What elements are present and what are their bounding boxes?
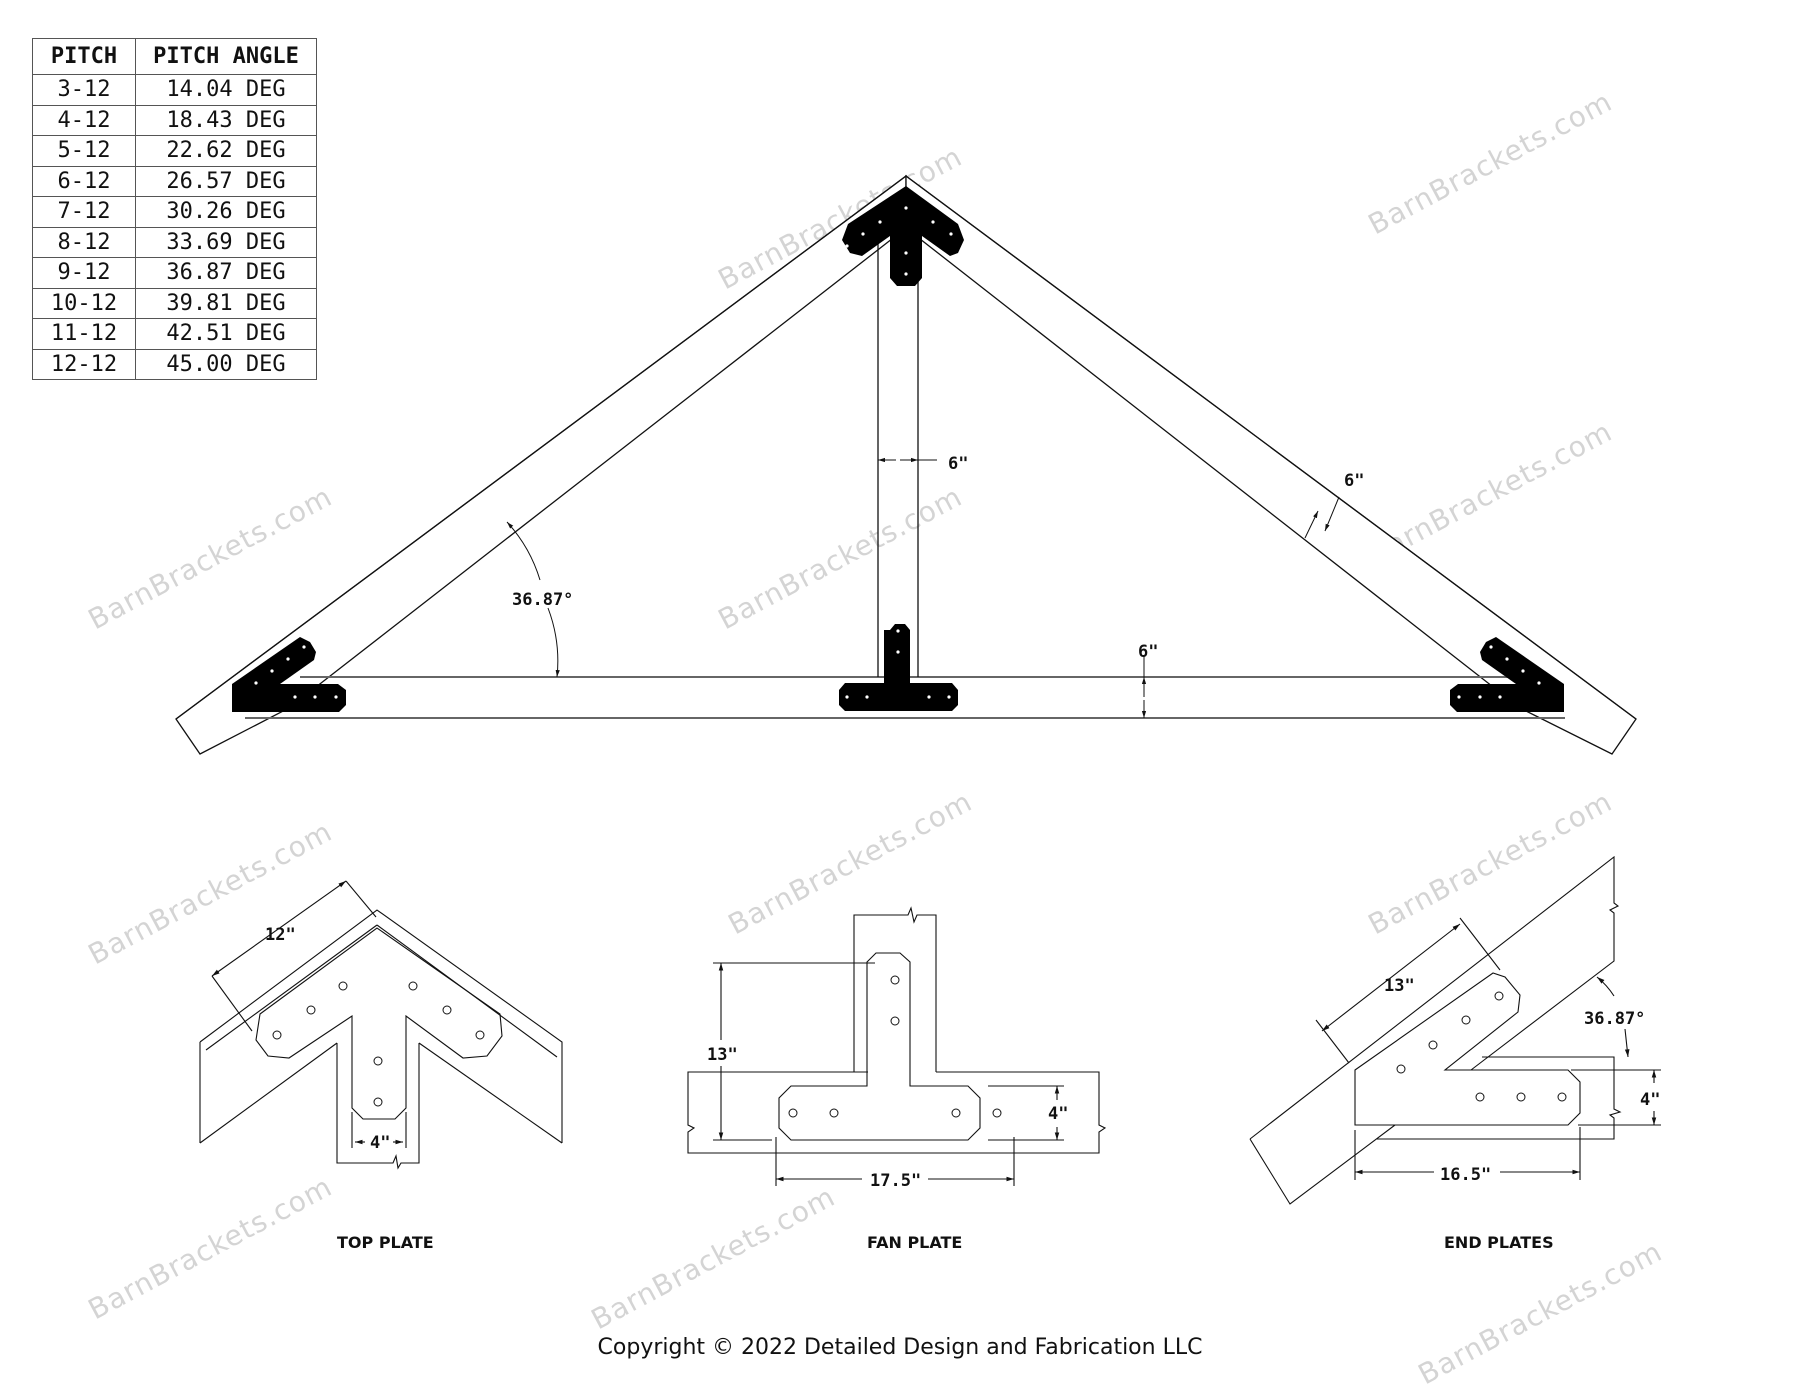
rafter-dim-arrow-bottom xyxy=(1304,510,1319,539)
right-end-plate-black xyxy=(1450,637,1564,712)
fan-plate-post xyxy=(853,906,937,1072)
watermark: BarnBrackets.com xyxy=(83,480,338,636)
watermark: BarnBrackets.com xyxy=(1363,85,1618,241)
fan-plate-width-label: 4" xyxy=(1048,1104,1068,1124)
angle-arc-lower xyxy=(547,607,560,678)
pitch-cell: 12-12 xyxy=(32,348,136,380)
end-13-dim xyxy=(1321,923,1461,1032)
angle-arc-upper xyxy=(506,521,541,581)
pitch-cell: 7-12 xyxy=(32,196,136,228)
truss-dimensions xyxy=(506,457,1340,718)
top-plate-outline xyxy=(255,927,503,1120)
end-plates-caption: END PLATES xyxy=(1444,1233,1554,1252)
end-angle-arc xyxy=(1596,976,1615,997)
watermark: BarnBrackets.com xyxy=(1363,785,1618,941)
top-plate-rafter-inner-top-left xyxy=(205,924,378,1051)
watermark: BarnBrackets.com xyxy=(83,1170,338,1326)
truss-plates xyxy=(232,186,1564,712)
end-plate-holes xyxy=(1396,991,1567,1102)
top-plate-rafter-outer xyxy=(199,909,563,1143)
top-plate-ext-left xyxy=(211,975,253,1032)
left-end-plate-black xyxy=(232,637,346,712)
top-plate-ext-right xyxy=(345,880,377,918)
fan-plate-length-label: 17.5" xyxy=(870,1171,921,1191)
angle-cell: 42.51 DEG xyxy=(135,318,317,350)
top-plate-detail xyxy=(199,880,563,1170)
pitch-table-header: PITCH PITCH ANGLE xyxy=(32,38,317,75)
pitch-angle-header: PITCH ANGLE xyxy=(135,38,317,75)
end-13-ext-left xyxy=(1315,1019,1350,1064)
top-plate-rafter-inner-left xyxy=(199,1042,338,1144)
end-tie xyxy=(1377,1056,1622,1140)
top-plate-black xyxy=(842,186,964,286)
angle-cell: 45.00 DEG xyxy=(135,348,317,380)
angle-cell: 14.04 DEG xyxy=(135,74,317,106)
fan-plate-tie xyxy=(687,1071,1107,1154)
truss-angle-label: 36.87° xyxy=(512,590,573,610)
fan-plate-holes xyxy=(788,975,1002,1118)
angle-cell: 22.62 DEG xyxy=(135,135,317,167)
right-rafter-top-edge xyxy=(905,175,1637,720)
end-plate-outline xyxy=(1354,972,1581,1126)
watermarks: BarnBrackets.com BarnBrackets.com BarnBr… xyxy=(83,85,1668,1391)
angle-cell: 36.87 DEG xyxy=(135,257,317,289)
top-plate-holes xyxy=(272,981,485,1107)
pitch-header: PITCH xyxy=(32,38,136,75)
pitch-cell: 10-12 xyxy=(32,287,136,319)
top-plate-post xyxy=(336,1043,420,1170)
top-plate-leg-dim xyxy=(211,880,347,977)
end-plates-length-label: 16.5" xyxy=(1440,1165,1491,1185)
plate-holes xyxy=(254,206,1541,699)
post-width-label: 6" xyxy=(948,454,968,474)
left-rafter-top-edge xyxy=(175,175,907,720)
end-plates-leg-label: 13" xyxy=(1384,976,1415,996)
end-plates-detail xyxy=(1249,855,1661,1205)
end-angle-arrow xyxy=(1624,1028,1630,1058)
top-plate-width-label: 4" xyxy=(370,1133,390,1153)
fan-plate-detail xyxy=(687,906,1107,1186)
top-plate-caption: TOP PLATE xyxy=(337,1233,434,1252)
end-plates-width-label: 4" xyxy=(1640,1090,1660,1110)
end-rafter-upper xyxy=(1249,855,1620,1140)
angle-cell: 39.81 DEG xyxy=(135,287,317,319)
truss-elevation xyxy=(175,174,1637,755)
rafter-dim-arrow-top xyxy=(1324,496,1340,532)
tie-width-label: 6" xyxy=(1138,642,1158,662)
end-plates-angle-label: 36.87° xyxy=(1584,1009,1645,1029)
top-plate-leg-label: 12" xyxy=(265,925,296,945)
angle-cell: 26.57 DEG xyxy=(135,165,317,197)
copyright-notice: Copyright © 2022 Detailed Design and Fab… xyxy=(597,1335,1203,1360)
end-rafter-lower xyxy=(1249,1124,1396,1205)
watermark: BarnBrackets.com xyxy=(723,785,978,941)
fan-plate-caption: FAN PLATE xyxy=(867,1233,962,1252)
watermark: BarnBrackets.com xyxy=(713,480,968,636)
end-13-ext-right xyxy=(1459,917,1501,971)
watermark: BarnBrackets.com xyxy=(1413,1235,1668,1391)
watermark: BarnBrackets.com xyxy=(83,815,338,971)
angle-cell: 18.43 DEG xyxy=(135,104,317,136)
fan-plate-outline xyxy=(778,952,981,1141)
top-plate-rafter-inner-right xyxy=(418,1042,563,1144)
rafter-width-label: 6" xyxy=(1344,471,1364,491)
angle-cell: 30.26 DEG xyxy=(135,196,317,228)
watermark: BarnBrackets.com xyxy=(586,1180,841,1336)
fan-plate-black xyxy=(839,624,958,711)
fan-plate-height-label: 13" xyxy=(707,1045,738,1065)
pitch-cell: 3-12 xyxy=(32,74,136,106)
